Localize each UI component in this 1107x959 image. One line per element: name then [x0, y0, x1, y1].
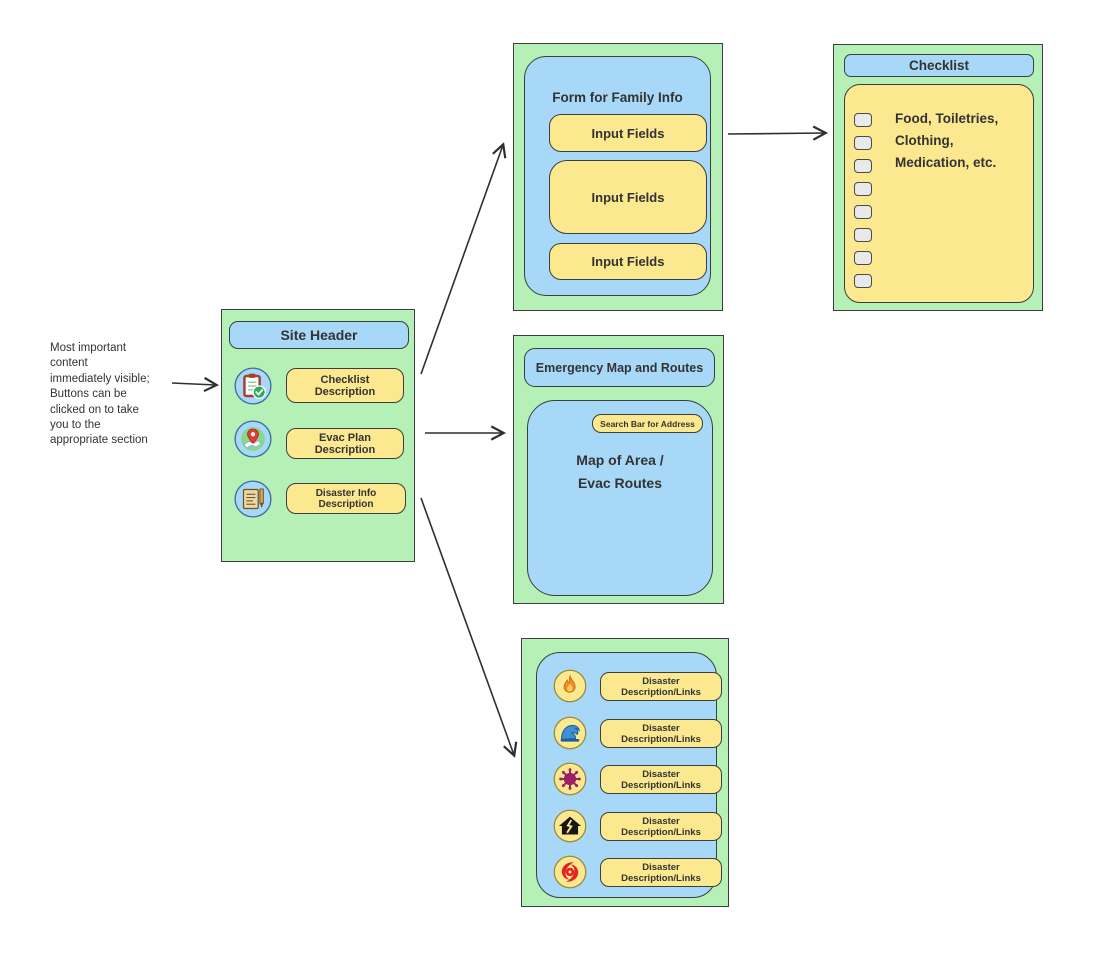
hurricane-icon [553, 855, 587, 894]
form-panel: Form for Family Info Input Fields Input … [513, 43, 723, 311]
checkbox[interactable] [854, 136, 872, 150]
map-placeholder-label: Map of Area / Evac Routes [576, 452, 664, 491]
annotation-line: clicked on to take [50, 403, 139, 416]
virus-description-button[interactable]: Disaster Description/Links [600, 765, 722, 794]
input-field-2[interactable]: Input Fields [549, 160, 707, 234]
checkbox[interactable] [854, 228, 872, 242]
input-field-3[interactable]: Input Fields [549, 243, 707, 280]
annotation-line: Buttons can be [50, 388, 127, 401]
disaster-notes-icon [234, 480, 272, 518]
annotation-line: content [50, 357, 88, 370]
disaster-list: Disaster Description/Links Disaster Desc… [536, 652, 722, 898]
checklist-panel: Checklist Food, Toiletries, Clothing, Me… [833, 44, 1043, 311]
checklist-items-text: Food, Toiletries, Clothing, Medication, … [895, 111, 999, 170]
map-title: Emergency Map and Routes [524, 348, 715, 387]
map-area[interactable]: Search Bar for Address Map of Area / Eva… [527, 400, 713, 596]
annotation-line: appropriate section [50, 434, 148, 447]
flood-description-button[interactable]: Disaster Description/Links [600, 719, 722, 748]
checkbox[interactable] [854, 182, 872, 196]
fire-description-button[interactable]: Disaster Description/Links [600, 672, 722, 701]
hurricane-description-button[interactable]: Disaster Description/Links [600, 858, 722, 887]
annotation-line: immediately visible; [50, 372, 150, 385]
checkbox[interactable] [854, 159, 872, 173]
annotation-line: Most important [50, 342, 127, 354]
checklist-icon [234, 367, 272, 405]
checklist-body: Food, Toiletries, Clothing, Medication, … [844, 84, 1034, 303]
checklist-title: Checklist [844, 54, 1034, 77]
checkbox-column [854, 113, 872, 288]
evac-plan-description-button[interactable]: Evac Plan Description [286, 428, 404, 459]
earthquake-description-button[interactable]: Disaster Description/Links [600, 812, 722, 841]
checkbox[interactable] [854, 205, 872, 219]
form-title: Form for Family Info [552, 90, 683, 105]
checklist-description-button[interactable]: Checklist Description [286, 368, 404, 403]
annotation-note: Most important content immediately visib… [50, 341, 190, 449]
site-header-title: Site Header [229, 321, 409, 349]
virus-icon [553, 762, 587, 801]
flood-icon [553, 716, 587, 755]
checkbox[interactable] [854, 251, 872, 265]
disaster-info-description-button[interactable]: Disaster Info Description [286, 483, 406, 514]
annotation-line: you to the [50, 419, 101, 432]
site-header-panel: Site Header Checklist Description [221, 309, 415, 562]
disaster-panel: Disaster Description/Links Disaster Desc… [521, 638, 729, 907]
checkbox[interactable] [854, 274, 872, 288]
address-search-input[interactable]: Search Bar for Address [592, 414, 703, 433]
fire-icon [553, 669, 587, 708]
map-panel: Emergency Map and Routes Search Bar for … [513, 335, 724, 604]
evac-map-icon [234, 420, 272, 458]
earthquake-icon [553, 809, 587, 848]
checkbox[interactable] [854, 113, 872, 127]
input-field-1[interactable]: Input Fields [549, 114, 707, 152]
form-container: Form for Family Info Input Fields Input … [524, 56, 711, 296]
